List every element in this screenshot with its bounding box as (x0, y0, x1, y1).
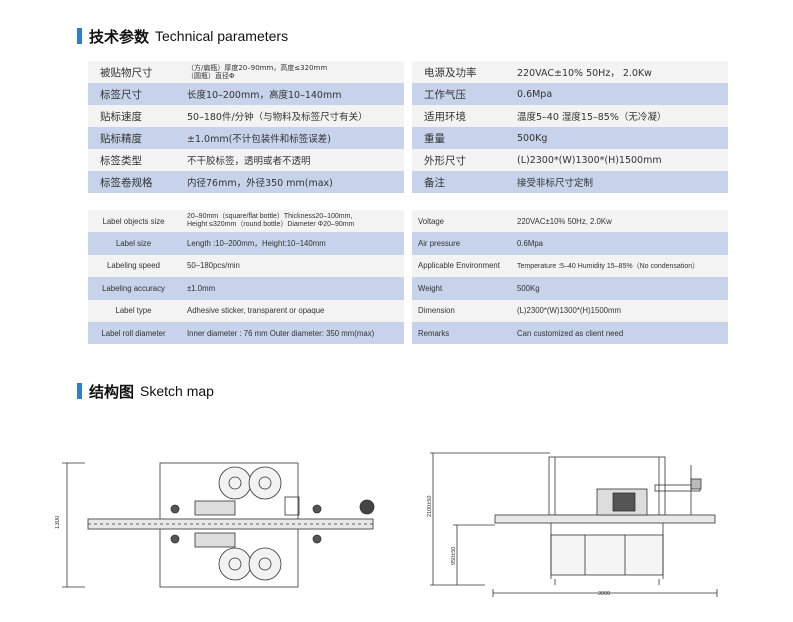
param-label: 标签类型 (88, 149, 179, 171)
dim-top-view-width: 1300 (55, 515, 61, 529)
param-value: (L)2300*(W)1300*(H)1500mm (509, 149, 728, 171)
param-label: 贴标速度 (88, 105, 179, 127)
param-label: Label roll diameter (88, 321, 179, 345)
param-value: 220VAC±10% 50Hz， 2.0Kw (509, 61, 728, 83)
param-value: 不干胶标签，透明或者不透明 (179, 149, 404, 171)
table-row: 贴标速度 50–180件/分钟（与物料及标签尺寸有关） 适用环境 温度5–40 … (88, 105, 728, 127)
param-value: Can customized as client need (509, 321, 728, 345)
table-row: 标签类型 不干胶标签，透明或者不透明 外形尺寸 (L)2300*(W)1300*… (88, 149, 728, 171)
top-view-drawing: 1300 (55, 462, 375, 588)
front-view-drawing: 2100±50 950±50 3000 (427, 452, 718, 597)
param-value: 长度10–200mm，高度10–140mm (179, 83, 404, 105)
param-label: Air pressure (412, 232, 509, 255)
param-value: 500Kg (509, 277, 728, 300)
section-title-sketch: 结构图 Sketch map (77, 381, 214, 401)
param-value: 220VAC±10% 50Hz, 2.0Kw (509, 210, 728, 233)
section-title-zh: 技术参数 (89, 27, 150, 46)
param-value: ±1.0mm(不计包装件和标签误差) (179, 127, 404, 149)
param-label: 标签尺寸 (88, 83, 179, 105)
param-label: Applicable Environment (412, 254, 509, 278)
table-row: Labeling accuracy ±1.0mm Weight 500Kg (88, 277, 728, 300)
param-value: 500Kg (509, 127, 728, 149)
param-value: 内径76mm，外径350 mm(max) (179, 171, 404, 193)
param-value: Inner diameter : 76 mm Outer diameter: 3… (179, 321, 404, 345)
param-label: 工作气压 (412, 83, 509, 105)
param-value: 0.6Mpa (509, 232, 728, 255)
param-label: Weight (412, 277, 509, 300)
param-value-line: Height ≤320mm（round bottle）Diameter Φ20–… (187, 221, 355, 229)
param-label: Labeling accuracy (88, 277, 179, 300)
table-row: Label objects size 20–90mm（square/flat b… (88, 210, 728, 233)
param-label: 贴标精度 (88, 127, 179, 149)
params-table-zh: 被贴物尺寸 （方/扁瓶）厚度20–90mm，高度≤320mm （圆瓶）直径Φ 电… (88, 61, 728, 193)
dim-front-length: 3000 (598, 591, 610, 597)
param-value: (L)2300*(W)1300*(H)1500mm (509, 299, 728, 322)
section-title-zh: 结构图 (89, 382, 135, 401)
params-table-en: Label objects size 20–90mm（square/flat b… (88, 210, 728, 345)
param-label: Remarks (412, 321, 509, 345)
param-value-line: （圆瓶）直径Φ (187, 72, 235, 80)
dim-front-total-height: 2100±50 (427, 496, 433, 517)
table-row: 标签尺寸 长度10–200mm，高度10–140mm 工作气压 0.6Mpa (88, 83, 728, 105)
param-label: 适用环境 (412, 105, 509, 127)
param-value: 50–180件/分钟（与物料及标签尺寸有关） (179, 105, 404, 127)
param-value: 0.6Mpa (509, 83, 728, 105)
param-label: 被贴物尺寸 (88, 61, 179, 83)
param-value: Length :10–200mm，Height:10–140mm (179, 232, 404, 255)
section-title-params: 技术参数 Technical parameters (77, 26, 288, 46)
param-label: Label size (88, 232, 179, 255)
param-label: Dimension (412, 299, 509, 322)
param-label: 备注 (412, 171, 509, 193)
title-accent-bar (77, 383, 82, 399)
param-value: Adhesive sticker, transparent or opaque (179, 299, 404, 322)
param-value: 温度5–40 湿度15–85%（无冷凝） (509, 105, 728, 127)
section-title-en: Sketch map (140, 383, 214, 399)
param-value: （方/扁瓶）厚度20–90mm，高度≤320mm （圆瓶）直径Φ (179, 61, 404, 83)
table-row: Label size Length :10–200mm，Height:10–14… (88, 232, 728, 255)
section-title-en: Technical parameters (155, 28, 289, 44)
table-row: Label roll diameter Inner diameter : 76 … (88, 321, 728, 345)
param-label: Labeling speed (88, 254, 179, 278)
param-label: Label type (88, 299, 179, 322)
param-value: 50–180pcs/min (179, 254, 404, 278)
param-label: 重量 (412, 127, 509, 149)
param-value: Temperature :5–40 Humidity 15–85%（No con… (509, 254, 728, 278)
param-label: Voltage (412, 210, 509, 233)
param-label: 电源及功率 (412, 61, 509, 83)
param-label: Label objects size (88, 210, 179, 233)
param-label: 标签卷规格 (88, 171, 179, 193)
param-value-line: 20–90mm（square/flat bottle）Thickness20–1… (187, 213, 353, 221)
title-accent-bar (77, 28, 82, 44)
table-row: 标签卷规格 内径76mm，外径350 mm(max) 备注 接受非标尺寸定制 (88, 171, 728, 193)
table-row: 被贴物尺寸 （方/扁瓶）厚度20–90mm，高度≤320mm （圆瓶）直径Φ 电… (88, 61, 728, 83)
table-row: Label type Adhesive sticker, transparent… (88, 299, 728, 322)
param-value-line: （方/扁瓶）厚度20–90mm，高度≤320mm (187, 64, 328, 72)
param-label: 外形尺寸 (412, 149, 509, 171)
param-value: 20–90mm（square/flat bottle）Thickness20–1… (179, 210, 404, 233)
table-row: 贴标精度 ±1.0mm(不计包装件和标签误差) 重量 500Kg (88, 127, 728, 149)
param-value: ±1.0mm (179, 277, 404, 300)
param-value: 接受非标尺寸定制 (509, 171, 728, 193)
table-row: Labeling speed 50–180pcs/min Applicable … (88, 254, 728, 278)
dim-front-table-height: 950±50 (451, 547, 457, 565)
